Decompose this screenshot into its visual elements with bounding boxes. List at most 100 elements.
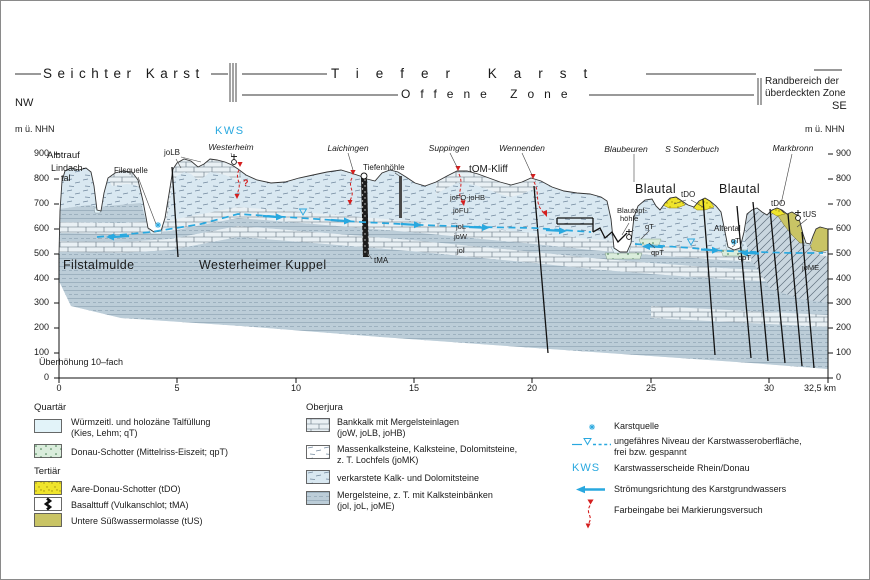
elev-left-400: 400 [33,273,49,283]
brick-cap-hill [108,171,141,189]
km-25: 25 [645,383,657,393]
zone-header-lines [15,63,842,105]
place-westerheim: Westerheim [208,142,254,152]
tma-pipe [361,178,369,257]
tom-kliff-label: tOM-Kliff [469,164,508,175]
tdo-label-2: tDO [771,199,786,208]
zone-title-margin-1: Randbereich der [765,76,839,87]
legend-item-label: Untere Süßwassermolasse (tUS) [71,516,203,526]
flow-arrows [106,213,760,257]
well-blautopf [625,228,633,240]
tus-label: tUS [803,210,817,219]
dye-injections [234,162,547,217]
elev-ticks-left [54,153,59,379]
elev-ticks-right [828,153,833,379]
flow-arrow-right [545,227,567,235]
legend-item-label: Würmzeitl. und holozäne Talfüllung [71,417,211,427]
elev-right-400: 400 [836,273,852,283]
qpt-label-1: qpT [651,248,664,257]
legend-item-label: Massenkalksteine, Kalksteine, Dolomitste… [337,444,518,454]
place-suppingen: Suppingen [428,143,470,153]
elev-right-900: 900 [836,148,852,158]
legend-item-label: (Kies, Lehm; qT) [71,428,138,438]
qt-label-1: qT [645,222,654,231]
swatch-tma [34,497,62,511]
direction-nw: NW [15,97,34,109]
legend-symbol-label: Karstwasserscheide Rhein/Donau [614,463,750,473]
place-laichingen: Laichingen [327,143,369,153]
zone-title-margin-2: überdeckten Zone [765,88,846,99]
elev-left-800: 800 [33,173,49,183]
layer-jofo-johb: joFO-joHB [450,193,486,202]
km-32-5: 32,5 km [804,383,837,393]
legend-symbol-label: Strömungsrichtung des Karstgrundwassers [614,484,787,494]
flow-arrow-right [468,224,490,231]
bankkalk-band-upper [59,207,828,264]
elev-left-300: 300 [33,297,49,307]
elev-right-300: 300 [836,297,852,307]
tiefenhoehle-shaft [399,176,402,218]
legend-item-label: (jol, joL, joME) [337,501,395,511]
elev-right-600: 600 [836,223,852,233]
elev-left-600: 600 [33,223,49,233]
fault-markbronn-5 [801,231,815,369]
elev-right-800: 800 [836,173,852,183]
jolb-label: joLB [164,148,181,157]
swatch-tdo [34,481,62,495]
elev-unit-right: m ü. NHN [805,124,845,134]
leader-lines [137,152,808,260]
legend-group-tertiaer: Tertiär [34,466,61,477]
legend-item-label: Bankkalk mit Mergelsteinlagen [337,417,460,427]
km-0: 0 [56,383,62,393]
legend-item-label: Aare-Donau-Schotter (tDO) [71,484,181,494]
tdo-label-1: tDO [681,190,696,199]
legend-item-label: Mergelsteine, z. T. mit Kalksteinbänken [337,490,493,500]
flow-arrow-right [262,213,284,221]
kws-legend-label: KWS [572,462,601,474]
tma-label: tMA [374,256,389,265]
elev-left-0: 0 [43,372,49,382]
swatch-bankkalk [306,418,330,432]
legend-item-label: (joW, joLB, joHB) [337,428,406,438]
place-blaubeuren: Blaubeuren [604,144,648,154]
altental-label: Altental [714,224,741,233]
karstquelle-icon [589,424,595,430]
elev-right-0: 0 [836,372,842,382]
qpt-fill-blautal1 [604,252,643,260]
swatch-tus [34,513,62,527]
elev-left-200: 200 [33,322,49,332]
blautopf-cave [556,217,628,244]
flow-arrow-left [642,243,664,250]
faults [171,166,815,369]
fault-markbronn-2 [752,201,769,362]
tma-pipe-top [360,172,368,180]
swatch-karst [306,470,330,484]
elev-left-500: 500 [33,248,49,258]
flow-arrow-right [400,221,422,229]
blautal-label-1: Blautal [635,182,677,196]
elev-right-700: 700 [836,198,852,208]
km-10: 10 [290,383,302,393]
filstalmulde-label: Filstalmulde [63,258,135,272]
fault-sonderbuch [702,198,716,356]
legend-item-label: Basalttuff (Vulkanschlot; tMA) [71,500,189,510]
qt-label-2: qT [731,236,740,245]
layer-jow: joW [454,232,467,241]
zone-title-open-zone: Offene Zone [401,87,578,101]
qpt-label-2: qpT [738,253,751,262]
legend-symbol-label: ungefähres Niveau der Karstwasseroberflä… [614,436,802,446]
lindachtal-label-2: tal [61,173,71,183]
fault-wennenden [533,185,549,354]
km-30: 30 [763,383,775,393]
legend-symbol-label: Karstquelle [614,421,660,431]
blautal-label-2: Blautal [719,182,761,196]
bankkalk-stripe-deep [651,306,828,327]
filsquelle-label: Filsquelle [114,166,148,175]
swatch-qpt [34,444,62,458]
albtrauf-label: Albtrauf [47,150,80,161]
elev-left-100: 100 [33,347,49,357]
place-sonderbuch: S Sonderbuch [665,144,719,154]
swatch-massenkalk [306,445,330,459]
